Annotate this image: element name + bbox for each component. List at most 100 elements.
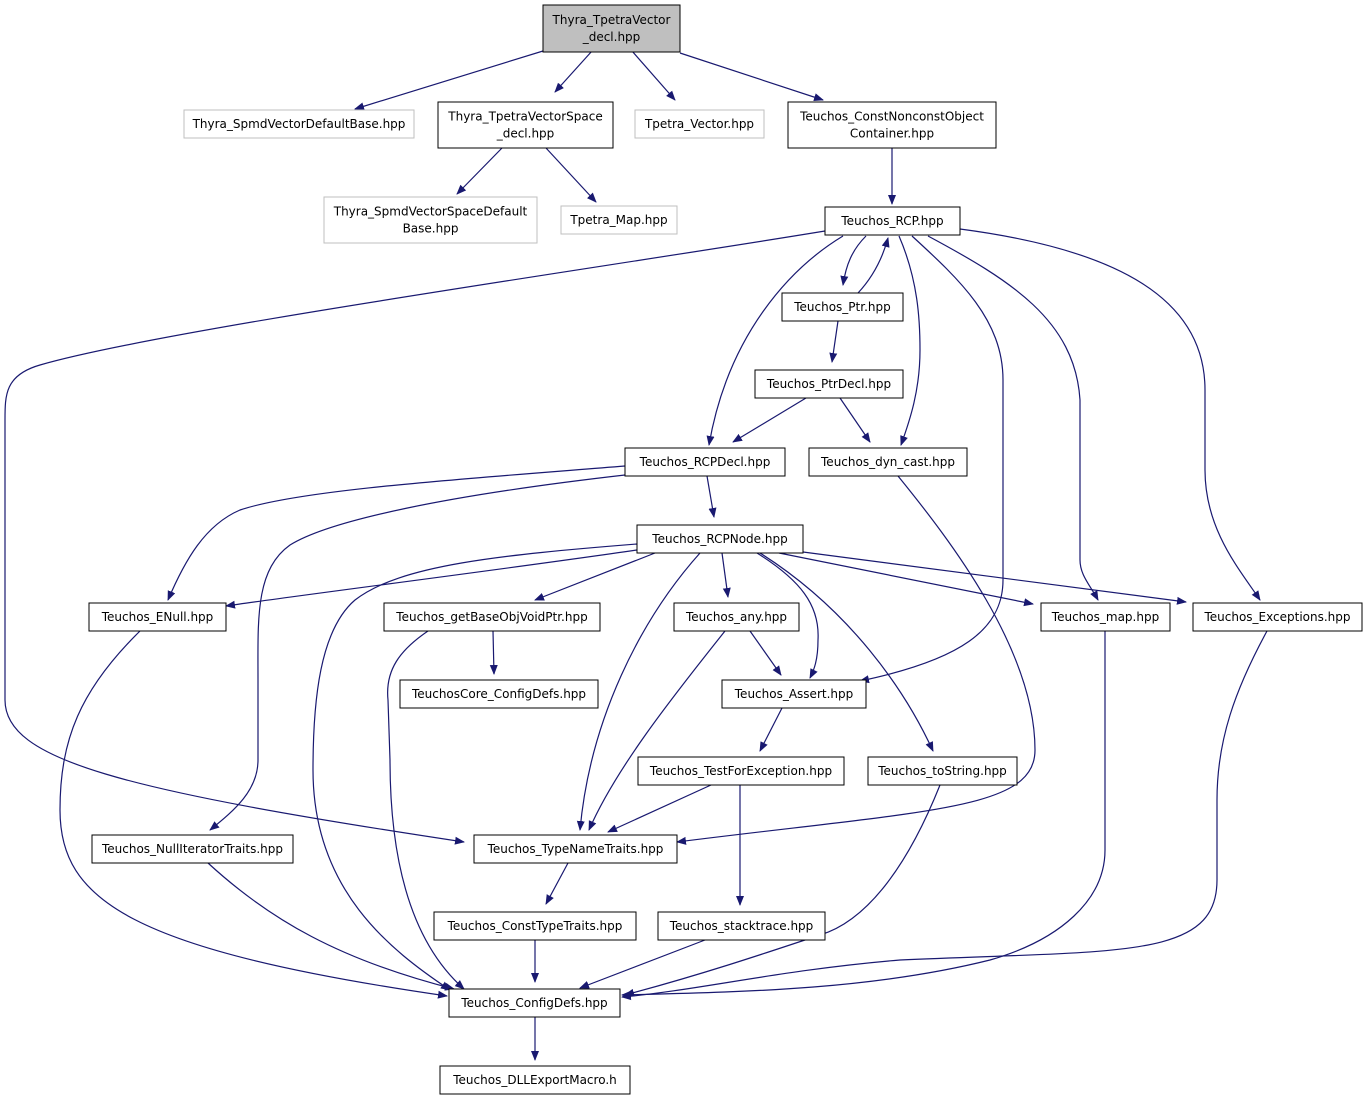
node-label: Teuchos_NullIteratorTraits.hpp <box>101 842 283 856</box>
edge-rcp-to-typename <box>4 230 826 845</box>
edge-assert-to-testforexc <box>759 707 783 752</box>
edge-root-to-tpetra_vector <box>631 50 676 101</box>
node-label: Thyra_TpetraVector <box>552 13 671 27</box>
edge-getbase-to-core_config <box>489 630 498 675</box>
node-map[interactable]: Teuchos_map.hpp <box>1040 602 1171 632</box>
node-ptr[interactable]: Teuchos_Ptr.hpp <box>781 292 904 322</box>
edge-root-to-tvs_decl <box>554 50 593 93</box>
node-testforexc[interactable]: Teuchos_TestForException.hpp <box>637 756 845 786</box>
node-label: Teuchos_Ptr.hpp <box>793 300 891 314</box>
edge-rcpdecl-to-rcpnode <box>706 475 717 518</box>
node-label: Teuchos_ConstNonconstObject <box>799 110 984 124</box>
edge-stacktrace-to-configdefs <box>579 939 706 989</box>
node-ptrdecl[interactable]: Teuchos_PtrDecl.hpp <box>754 369 904 399</box>
node-box <box>657 911 826 941</box>
edge-rcpnode-to-enull <box>225 549 638 609</box>
edge-rcp-to-ptr <box>840 235 867 286</box>
edge-rcpnode-to-typename <box>576 552 701 831</box>
node-box <box>437 101 614 149</box>
node-label: Teuchos_any.hpp <box>685 610 787 624</box>
node-label: TeuchosCore_ConfigDefs.hpp <box>411 687 586 701</box>
edge-ptrdecl-to-rcpdecl <box>732 397 807 443</box>
node-box <box>721 679 867 709</box>
edge-rcpnode-to-assert <box>756 552 819 679</box>
edge-rcp-to-assert <box>859 235 1004 684</box>
edge-nulliter-to-configdefs <box>207 862 455 991</box>
node-assert[interactable]: Teuchos_Assert.hpp <box>721 679 867 709</box>
node-enull[interactable]: Teuchos_ENull.hpp <box>88 602 227 632</box>
node-label: Thyra_TpetraVectorSpace <box>447 110 602 124</box>
node-box <box>867 756 1018 786</box>
node-core_config[interactable]: TeuchosCore_ConfigDefs.hpp <box>399 679 599 709</box>
node-root[interactable]: Thyra_TpetraVector_decl.hpp <box>542 4 681 53</box>
node-rcpnode[interactable]: Teuchos_RCPNode.hpp <box>636 524 804 554</box>
node-box <box>634 109 765 139</box>
node-label: Teuchos_DLLExportMacro.h <box>452 1073 617 1087</box>
node-box <box>781 292 904 322</box>
node-box <box>637 756 845 786</box>
edge-dyn_cast-to-typename <box>676 475 1036 845</box>
node-tostring[interactable]: Teuchos_toString.hpp <box>867 756 1018 786</box>
node-box <box>636 524 804 554</box>
edge-root-to-const_nonconst <box>679 52 824 101</box>
node-exceptions[interactable]: Teuchos_Exceptions.hpp <box>1192 602 1363 632</box>
node-box <box>1192 602 1363 632</box>
edge-ptr-to-rcp <box>857 237 890 294</box>
node-nulliter[interactable]: Teuchos_NullIteratorTraits.hpp <box>91 834 294 864</box>
edge-any-to-assert <box>749 630 782 676</box>
node-dllexport[interactable]: Teuchos_DLLExportMacro.h <box>439 1065 631 1095</box>
edge-rcpdecl-to-enull <box>167 465 626 601</box>
node-rcpdecl[interactable]: Teuchos_RCPDecl.hpp <box>624 447 786 477</box>
edge-rcp-to-exceptions <box>959 228 1261 601</box>
edges-layer <box>4 50 1268 1061</box>
edge-rcpnode-to-map <box>778 552 1034 607</box>
node-any[interactable]: Teuchos_any.hpp <box>673 602 800 632</box>
node-box <box>673 602 800 632</box>
node-dyn_cast[interactable]: Teuchos_dyn_cast.hpp <box>808 447 968 477</box>
node-box <box>824 206 961 236</box>
node-box <box>473 834 678 864</box>
node-box <box>323 196 538 244</box>
node-spmd_vdb: Thyra_SpmdVectorDefaultBase.hpp <box>183 109 415 139</box>
node-label: Teuchos_stacktrace.hpp <box>669 919 814 933</box>
node-label: Teuchos_Assert.hpp <box>734 687 853 701</box>
edge-tostring-to-configdefs <box>624 784 941 997</box>
node-rcp[interactable]: Teuchos_RCP.hpp <box>824 206 961 236</box>
edge-map-to-configdefs <box>621 631 1106 999</box>
node-label: Teuchos_Exceptions.hpp <box>1203 610 1350 624</box>
node-tpetra_vector: Tpetra_Vector.hpp <box>634 109 765 139</box>
node-label: Teuchos_TypeNameTraits.hpp <box>487 842 664 856</box>
edge-rcp-to-rcpdecl <box>706 235 844 446</box>
node-label: Teuchos_getBaseObjVoidPtr.hpp <box>395 610 587 624</box>
edge-rcpnode-to-getbase <box>534 552 656 601</box>
node-configdefs[interactable]: Teuchos_ConfigDefs.hpp <box>448 988 621 1018</box>
node-label: Teuchos_map.hpp <box>1051 610 1159 624</box>
node-label: Teuchos_toString.hpp <box>877 764 1007 778</box>
node-label: Teuchos_PtrDecl.hpp <box>766 377 891 391</box>
nodes-layer: Thyra_TpetraVector_decl.hppThyra_SpmdVec… <box>88 4 1363 1095</box>
node-box <box>439 1065 631 1095</box>
node-typename[interactable]: Teuchos_TypeNameTraits.hpp <box>473 834 678 864</box>
node-box <box>433 911 637 941</box>
node-label: Teuchos_dyn_cast.hpp <box>820 455 955 469</box>
edge-rcpnode-to-exceptions <box>802 551 1187 605</box>
edge-root-to-spmd_vdb <box>354 50 544 111</box>
node-box <box>787 101 997 149</box>
node-tpetra_map: Tpetra_Map.hpp <box>560 205 678 235</box>
node-label: Container.hpp <box>850 127 934 141</box>
node-box <box>183 109 415 139</box>
node-getbase[interactable]: Teuchos_getBaseObjVoidPtr.hpp <box>383 602 601 632</box>
node-box <box>448 988 621 1018</box>
node-box <box>754 369 904 399</box>
node-label: Tpetra_Vector.hpp <box>644 117 754 131</box>
node-label: _decl.hpp <box>496 127 555 141</box>
node-consttype[interactable]: Teuchos_ConstTypeTraits.hpp <box>433 911 637 941</box>
node-tvs_decl[interactable]: Thyra_TpetraVectorSpace _decl.hpp <box>437 101 614 149</box>
node-label: Base.hpp <box>403 222 459 236</box>
edge-rcpnode-to-tostring <box>759 552 934 752</box>
node-box <box>624 447 786 477</box>
node-stacktrace[interactable]: Teuchos_stacktrace.hpp <box>657 911 826 941</box>
